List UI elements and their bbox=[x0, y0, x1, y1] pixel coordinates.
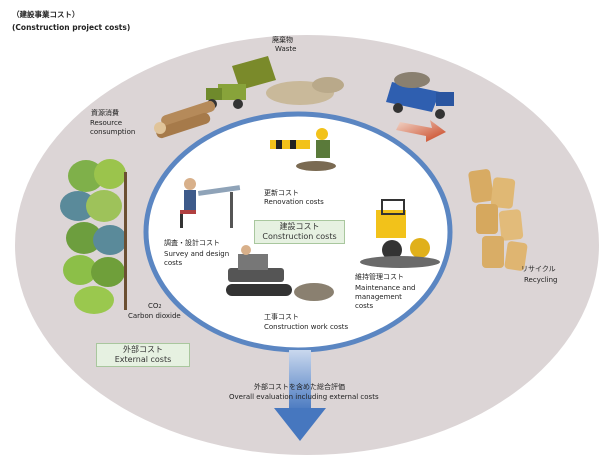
construction-costs-jp: 建設コスト bbox=[279, 222, 320, 231]
external-costs-jp: 外部コスト bbox=[123, 345, 163, 354]
resource-label-en: Resource consumption bbox=[90, 119, 136, 136]
roller-illustration bbox=[360, 199, 440, 268]
survey-label-en: Survey and design costs bbox=[164, 250, 230, 267]
maintenance-label-jp: 維持管理コスト bbox=[355, 273, 404, 281]
renovation-label-jp: 更新コスト bbox=[264, 189, 299, 197]
blue-truck-illustration bbox=[386, 72, 454, 142]
construction-costs-box: 建設コスト Construction costs bbox=[254, 220, 345, 244]
bulldozer-illustration bbox=[226, 245, 334, 301]
resource-label-jp: 資源消費 bbox=[91, 109, 119, 117]
carbon-dioxide-label: Carbon dioxide bbox=[128, 312, 181, 320]
diagram-title-jp: （建設事業コスト） bbox=[12, 10, 80, 19]
designer-desk-illustration bbox=[180, 178, 241, 228]
renovation-worker-illustration bbox=[270, 128, 336, 171]
diagram-title-en: (Construction project costs) bbox=[12, 23, 131, 32]
recycling-label-jp: リサイクル bbox=[521, 265, 556, 273]
external-costs-en: External costs bbox=[114, 355, 172, 364]
survey-label-jp: 調査・設計コスト bbox=[164, 239, 220, 247]
overall-evaluation-en: Overall evaluation including external co… bbox=[229, 393, 379, 401]
recycling-bags-illustration bbox=[468, 169, 528, 271]
trees-illustration bbox=[60, 159, 127, 314]
construction-work-label-en: Construction work costs bbox=[264, 323, 349, 331]
co2-label: CO2 bbox=[148, 302, 162, 310]
down-arrow bbox=[274, 350, 326, 441]
external-costs-box: 外部コスト External costs bbox=[96, 343, 190, 367]
maintenance-label-en: Maintenance and management costs bbox=[355, 284, 416, 310]
waste-label-en: Waste bbox=[275, 45, 297, 53]
renovation-label-en: Renovation costs bbox=[264, 198, 324, 206]
waste-label-jp: 廃棄物 bbox=[272, 36, 293, 44]
construction-costs-en: Construction costs bbox=[262, 232, 337, 241]
logs-illustration bbox=[154, 100, 216, 139]
overall-evaluation-jp: 外部コストを含めた総合評価 bbox=[254, 383, 345, 391]
construction-work-label-jp: 工事コスト bbox=[264, 313, 299, 321]
recycling-label-en: Recycling bbox=[524, 276, 558, 284]
